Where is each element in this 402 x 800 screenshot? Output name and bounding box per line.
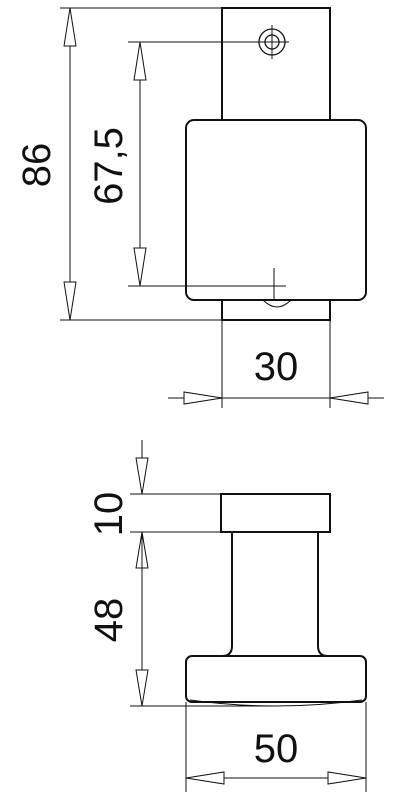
dim-label-86: 86 xyxy=(15,143,59,188)
arrow-up-icon xyxy=(133,41,147,81)
arrow-right-icon xyxy=(183,391,223,405)
arrow-down-icon xyxy=(135,457,149,495)
knob-stem xyxy=(221,531,329,657)
arrow-up-icon xyxy=(63,7,77,47)
side-view: 10 48 50 xyxy=(87,440,367,792)
dimension-67-5: 67,5 xyxy=(87,41,147,287)
dim-label-50: 50 xyxy=(254,727,299,771)
dim-label-30: 30 xyxy=(254,345,299,389)
dim-label-48: 48 xyxy=(87,598,131,643)
arrow-right-icon xyxy=(327,771,367,785)
center-mark-icon xyxy=(262,268,286,300)
knob-body xyxy=(185,119,367,301)
arrow-down-icon xyxy=(135,669,149,707)
arrow-left-icon xyxy=(329,391,369,405)
arrow-down-icon xyxy=(63,281,77,321)
arrow-left-icon xyxy=(185,771,225,785)
hidden-arc xyxy=(262,299,292,308)
dimension-10: 10 xyxy=(87,440,149,569)
knob-base xyxy=(185,655,367,703)
screw-hole-icon xyxy=(255,25,289,59)
dimension-48: 48 xyxy=(87,532,149,707)
arrow-down-icon xyxy=(133,247,147,287)
dim-label-67-5: 67,5 xyxy=(87,127,131,205)
dimension-30: 30 xyxy=(168,345,384,405)
dim-label-10: 10 xyxy=(87,492,131,537)
knob-cap xyxy=(220,493,331,533)
dimension-50: 50 xyxy=(185,727,367,785)
top-view: 86 67,5 30 xyxy=(15,7,384,408)
dimension-86: 86 xyxy=(15,7,77,321)
